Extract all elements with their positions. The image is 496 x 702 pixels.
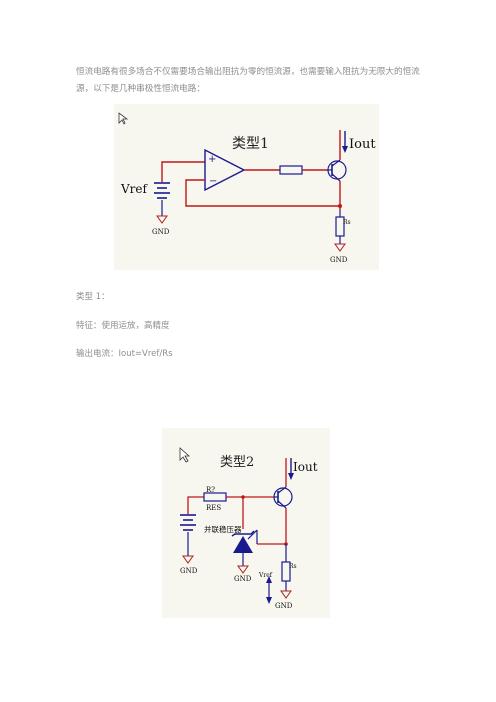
opamp-plus: +	[208, 154, 216, 165]
gnd-symbol	[280, 590, 292, 599]
base-resistor	[279, 165, 303, 175]
wire-battery-plus	[187, 496, 204, 514]
opamp-symbol	[204, 148, 246, 192]
type-heading: 类型 1：	[76, 292, 110, 302]
iout-arrow-icon	[342, 131, 348, 153]
gnd-symbol	[156, 215, 168, 224]
battery-symbol	[154, 182, 170, 199]
gnd-symbol	[334, 243, 346, 252]
battery-symbol	[180, 514, 196, 531]
cursor-icon	[179, 447, 191, 463]
intro-paragraph: 恒流电路有很多场合不仅需要场合输出阻抗为零的恒流源，也需要输入阻抗为无限大的恒流…	[76, 67, 420, 94]
figure2-title: 类型2	[220, 455, 254, 470]
vref-label: Vref	[258, 572, 273, 579]
rs-label: Rs	[289, 563, 297, 570]
wire-feedback	[185, 179, 340, 207]
r-name-label: R?	[206, 486, 215, 494]
wire-vref-plus	[161, 161, 205, 182]
circuit-diagram-type1: 类型1 Vref GND + −	[114, 104, 379, 270]
feature-text: 特征：使用运放，高精度	[76, 321, 170, 331]
opamp-minus: −	[209, 176, 217, 187]
cursor-icon	[118, 112, 129, 125]
r-value-label: RES	[206, 504, 221, 512]
gnd-label: GND	[234, 575, 252, 583]
circuit-diagram-type2: 类型2 GND R? RES Iout	[162, 428, 330, 618]
figure1-title: 类型1	[232, 136, 269, 152]
gnd-label: GND	[330, 256, 348, 264]
current-formula: 输出电流：Iout=Vref/Rs	[76, 349, 173, 359]
gnd-symbol	[182, 555, 194, 564]
base-resistor	[203, 492, 227, 502]
iout-label: Iout	[293, 460, 318, 474]
gnd-label: GND	[275, 602, 293, 610]
gnd-label: GND	[180, 567, 198, 575]
vref-arrow-icon	[266, 576, 272, 604]
gnd-label: GND	[152, 228, 170, 236]
vref-label: Vref	[120, 182, 149, 196]
rs-label: Rs	[343, 219, 351, 226]
gnd-symbol	[237, 565, 249, 574]
shunt-regulator-symbol	[231, 529, 258, 553]
iout-label: Iout	[349, 137, 376, 152]
iout-arrow-icon	[288, 458, 294, 480]
regulator-label: 并联稳压器	[204, 524, 242, 534]
